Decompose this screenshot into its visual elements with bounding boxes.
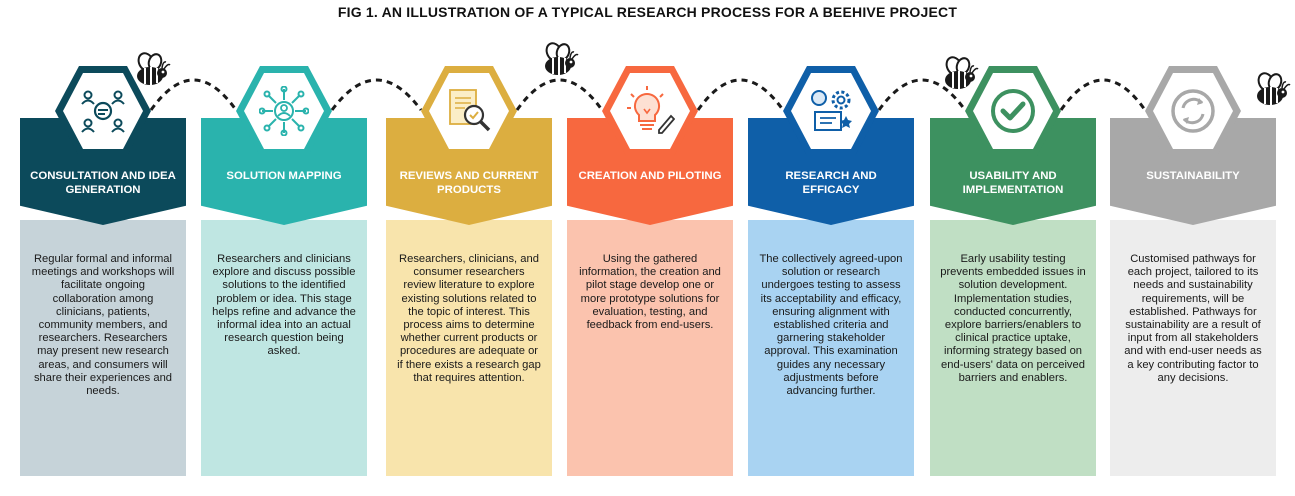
step-title: SUSTAINABILITY [1146, 170, 1240, 182]
checkmark-circle-icon [991, 89, 1035, 133]
step-description: Regular formal and informal meetings and… [31, 253, 175, 398]
step-title: SOLUTION MAPPING [226, 170, 342, 182]
step-body-panel [748, 220, 914, 476]
step-description: Early usability testing prevents embedde… [940, 253, 1086, 384]
recycle-cycle-icon [1171, 89, 1215, 133]
step-body-panel [930, 220, 1096, 476]
step-description: Researchers, clinicians, and consumer re… [397, 253, 541, 384]
step-title: REVIEWS AND CURRENT PRODUCTS [399, 170, 539, 196]
step-description: Researchers and clinicians explore and d… [212, 253, 356, 358]
network-person-icon [259, 86, 309, 136]
process-step-3: REVIEWS AND CURRENT PRODUCTS Researchers,… [386, 0, 552, 496]
process-step-1: CONSULTATION AND IDEA GENERATION Regular … [20, 0, 186, 496]
lightbulb-pencil-icon [627, 86, 675, 134]
step-title: CONSULTATION AND IDEA GENERATION [30, 170, 176, 196]
step-description: Using the gathered information, the crea… [579, 253, 721, 332]
process-step-4: CREATION AND PILOTING Using the gathered … [567, 0, 733, 496]
process-step-6: USABILITY AND IMPLEMENTATION Early usabil… [930, 0, 1096, 496]
lab-gear-icon [811, 90, 852, 131]
step-body-panel [201, 220, 367, 476]
step-body-panel [386, 220, 552, 476]
step-title: RESEARCH AND EFFICACY [785, 170, 877, 196]
process-step-5: RESEARCH AND EFFICACY The collectively ag… [748, 0, 914, 496]
step-body-panel [20, 220, 186, 476]
step-body-panel [1110, 220, 1276, 476]
step-title: CREATION AND PILOTING [578, 170, 722, 182]
step-hexagon-inner [1153, 73, 1233, 149]
figure-title: FIG 1. AN ILLUSTRATION OF A TYPICAL RESE… [337, 4, 958, 20]
step-description: The collectively agreed-upon solution or… [759, 253, 903, 398]
step-body-panel [567, 220, 733, 476]
process-step-7: SUSTAINABILITY Customised pathways for ea… [1110, 0, 1276, 496]
process-step-2: SOLUTION MAPPING Researchers and clinicia… [201, 0, 367, 496]
document-magnifier-icon [449, 89, 491, 132]
step-title: USABILITY AND IMPLEMENTATION [962, 170, 1064, 196]
people-discussion-icon [81, 90, 125, 133]
step-description: Customised pathways for each project, ta… [1124, 253, 1262, 384]
